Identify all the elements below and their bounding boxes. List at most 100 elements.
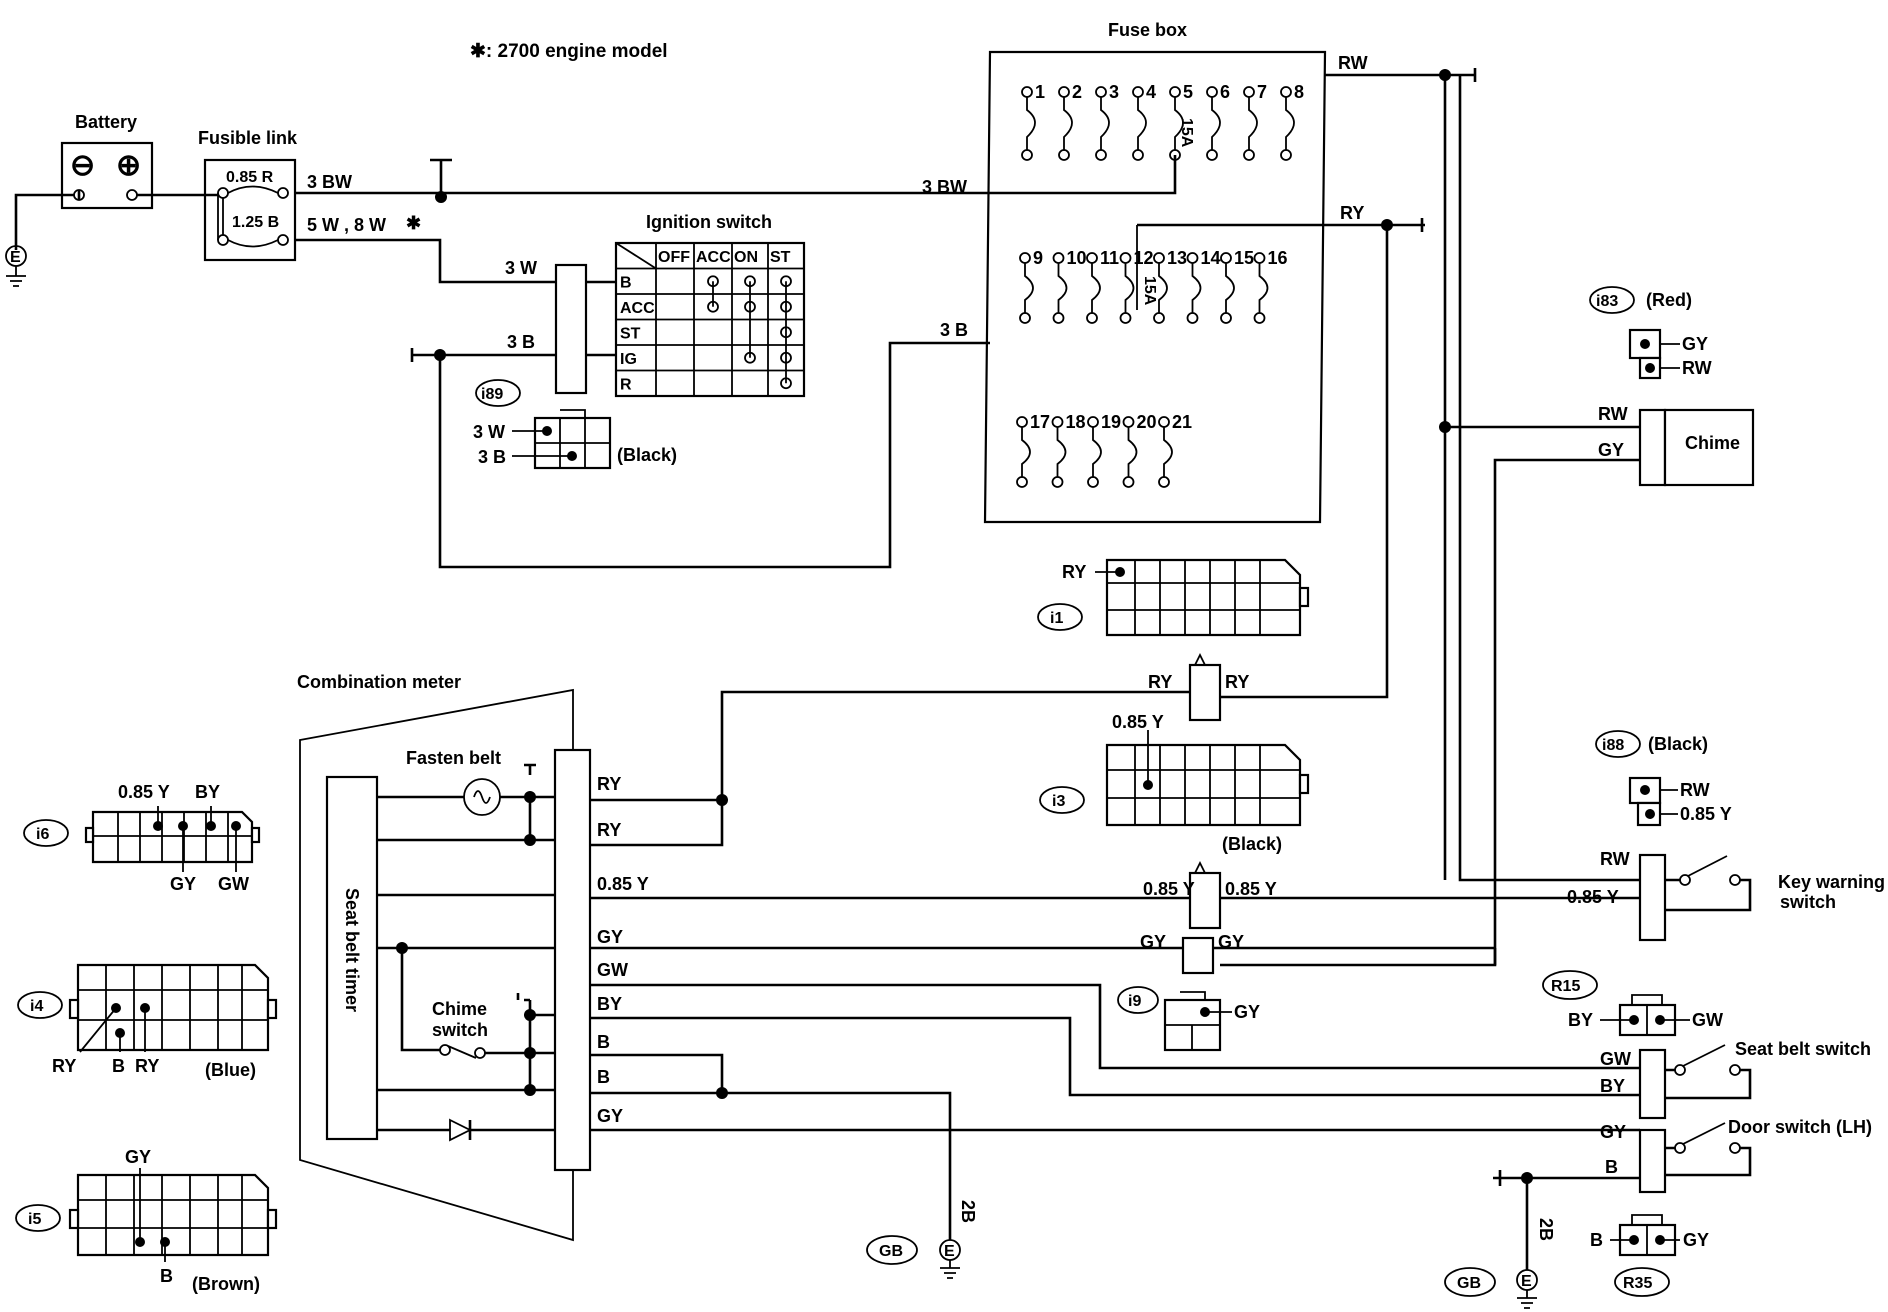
fuse-18-label: 18 — [1066, 412, 1086, 432]
fuse-8-element — [1285, 97, 1295, 150]
connector-i5-pin1: GY — [125, 1147, 151, 1167]
connector-R15-pin1: BY — [1568, 1010, 1593, 1030]
wire-3bw-left: 3 BW — [307, 172, 352, 192]
wire-rw-top: RW — [1338, 53, 1368, 73]
battery-label: Battery — [75, 112, 137, 132]
ignition-switch-label: Ignition switch — [646, 212, 772, 232]
chime-wire-gy: GY — [1598, 440, 1624, 460]
ignition-row-acc: ACC — [620, 300, 655, 317]
wire-asterisk: ✱ — [406, 213, 421, 233]
sb-wire-by: BY — [1600, 1076, 1625, 1096]
fusible-link-125b: 1.25 B — [232, 214, 279, 231]
connector-i3-pin: 0.85 Y — [1112, 712, 1164, 732]
fuse-10-label: 10 — [1067, 248, 1087, 268]
connector-i6-pin1: 0.85 Y — [118, 782, 170, 802]
connector-i9: i9 GY — [1117, 986, 1260, 1052]
connector-i4: RY B RY (Blue) i4 — [17, 963, 278, 1080]
battery-plus-icon: ⊕ — [116, 149, 141, 182]
key-warning-label-2: switch — [1780, 892, 1836, 912]
fuse-box-label: Fuse box — [1108, 20, 1187, 40]
fuse-19-element — [1092, 427, 1102, 477]
fuse-14-label: 14 — [1201, 248, 1221, 268]
fuse-7-bottom — [1243, 149, 1255, 161]
svg-text:E: E — [1521, 1273, 1532, 1290]
fusible-link-label: Fusible link — [198, 128, 298, 148]
ry-conn-right: RY — [1225, 672, 1249, 692]
connector-i1: RY i1 — [1037, 558, 1310, 637]
y085-conn-left: 0.85 Y — [1143, 879, 1195, 899]
fuse-4-label: 4 — [1146, 82, 1156, 102]
connector-R15-pin2: GW — [1692, 1010, 1723, 1030]
fuse-12-label: 12 — [1134, 248, 1154, 268]
connector-R15: R15 BY GW — [1542, 970, 1723, 1037]
connector-i83-pin1: GY — [1682, 334, 1708, 354]
fuse-20-label: 20 — [1137, 412, 1157, 432]
ground-gb-left-label: GB — [879, 1243, 903, 1260]
chime-wire-rw: RW — [1598, 404, 1628, 424]
connector-i89-id: i89 — [481, 386, 503, 403]
fuse-19-bottom — [1087, 476, 1099, 488]
chime-switch-label-2: switch — [432, 1020, 488, 1040]
wire-3b: 3 B — [507, 332, 535, 352]
fuse-10-element — [1057, 263, 1068, 313]
key-warning-switch — [1638, 853, 1667, 942]
ground-gb-right: GB E — [1444, 1267, 1538, 1309]
connector-i6-id: i6 — [36, 826, 49, 843]
connector-i88-id: i88 — [1602, 737, 1624, 754]
seat-belt-switch — [1638, 1048, 1667, 1120]
fuse-9-label: 9 — [1033, 248, 1043, 268]
battery-minus-icon: ⊖ — [70, 149, 95, 182]
fuse-7-element — [1248, 97, 1258, 150]
connector-i89: i89 3 W 3 B (Black) — [473, 379, 677, 470]
connector-i4-pin1: RY — [52, 1056, 76, 1076]
connector-i5-color: (Brown) — [192, 1274, 260, 1294]
fuse-11-bottom — [1086, 312, 1098, 324]
fuse-3-label: 3 — [1109, 82, 1119, 102]
gy-conn-right: GY — [1218, 932, 1244, 952]
connector-i9-pin: GY — [1234, 1002, 1260, 1022]
connector-i83-pin2: RW — [1682, 358, 1712, 378]
fuse-14-bottom — [1186, 312, 1199, 324]
fuse-6-bottom — [1206, 149, 1218, 161]
chime-label: Chime — [1685, 433, 1740, 453]
combination-meter-label: Combination meter — [297, 672, 461, 692]
fuse-5-element — [1174, 97, 1184, 150]
fuse-15-element — [1225, 263, 1235, 313]
connector-i89-color: (Black) — [617, 445, 677, 465]
fuse-8-label: 8 — [1294, 82, 1304, 102]
ignition-row-r: R — [620, 377, 632, 394]
connector-i89-pin2: 3 B — [478, 447, 506, 467]
ground-gb-right-label: GB — [1457, 1275, 1481, 1292]
fuse-6-label: 6 — [1220, 82, 1230, 102]
ry-conn-left: RY — [1148, 672, 1172, 692]
fuse-16-element — [1258, 263, 1269, 313]
connector-i6: 0.85 Y BY GY GW i6 — [23, 782, 261, 894]
meter-wire-085y: 0.85 Y — [597, 874, 649, 894]
fuse-15-bottom — [1220, 312, 1232, 324]
ignition-col-on: ON — [734, 249, 758, 266]
fuse-12-element — [1124, 263, 1135, 313]
fuse-6-element — [1211, 97, 1221, 150]
connector-i3-color: (Black) — [1222, 834, 1282, 854]
ignition-row-st: ST — [620, 326, 641, 343]
connector-i88: i88 (Black) RW 0.85 Y — [1595, 730, 1732, 827]
fuse-7-label: 7 — [1257, 82, 1267, 102]
ignition-switch-connector — [554, 263, 588, 395]
seat-belt-timer-label: Seat belt timer — [342, 888, 362, 1012]
fuse-8-bottom — [1280, 149, 1292, 161]
connector-i6-pin3: GY — [170, 874, 196, 894]
fuse-9-element — [1024, 263, 1034, 313]
ground-gb-left: GB E — [866, 1235, 961, 1279]
door-switch — [1638, 1128, 1667, 1194]
fuse-17-element — [1021, 427, 1031, 477]
fuse-19-label: 19 — [1101, 412, 1121, 432]
battery: Battery ⊖ ⊕ — [60, 112, 154, 210]
connector-i83-id: i83 — [1596, 293, 1618, 310]
connector-R15-id: R15 — [1551, 978, 1580, 995]
fuse-17-bottom — [1016, 476, 1028, 488]
connector-i6-pin2: BY — [195, 782, 220, 802]
kw-wire-rw: RW — [1600, 849, 1630, 869]
